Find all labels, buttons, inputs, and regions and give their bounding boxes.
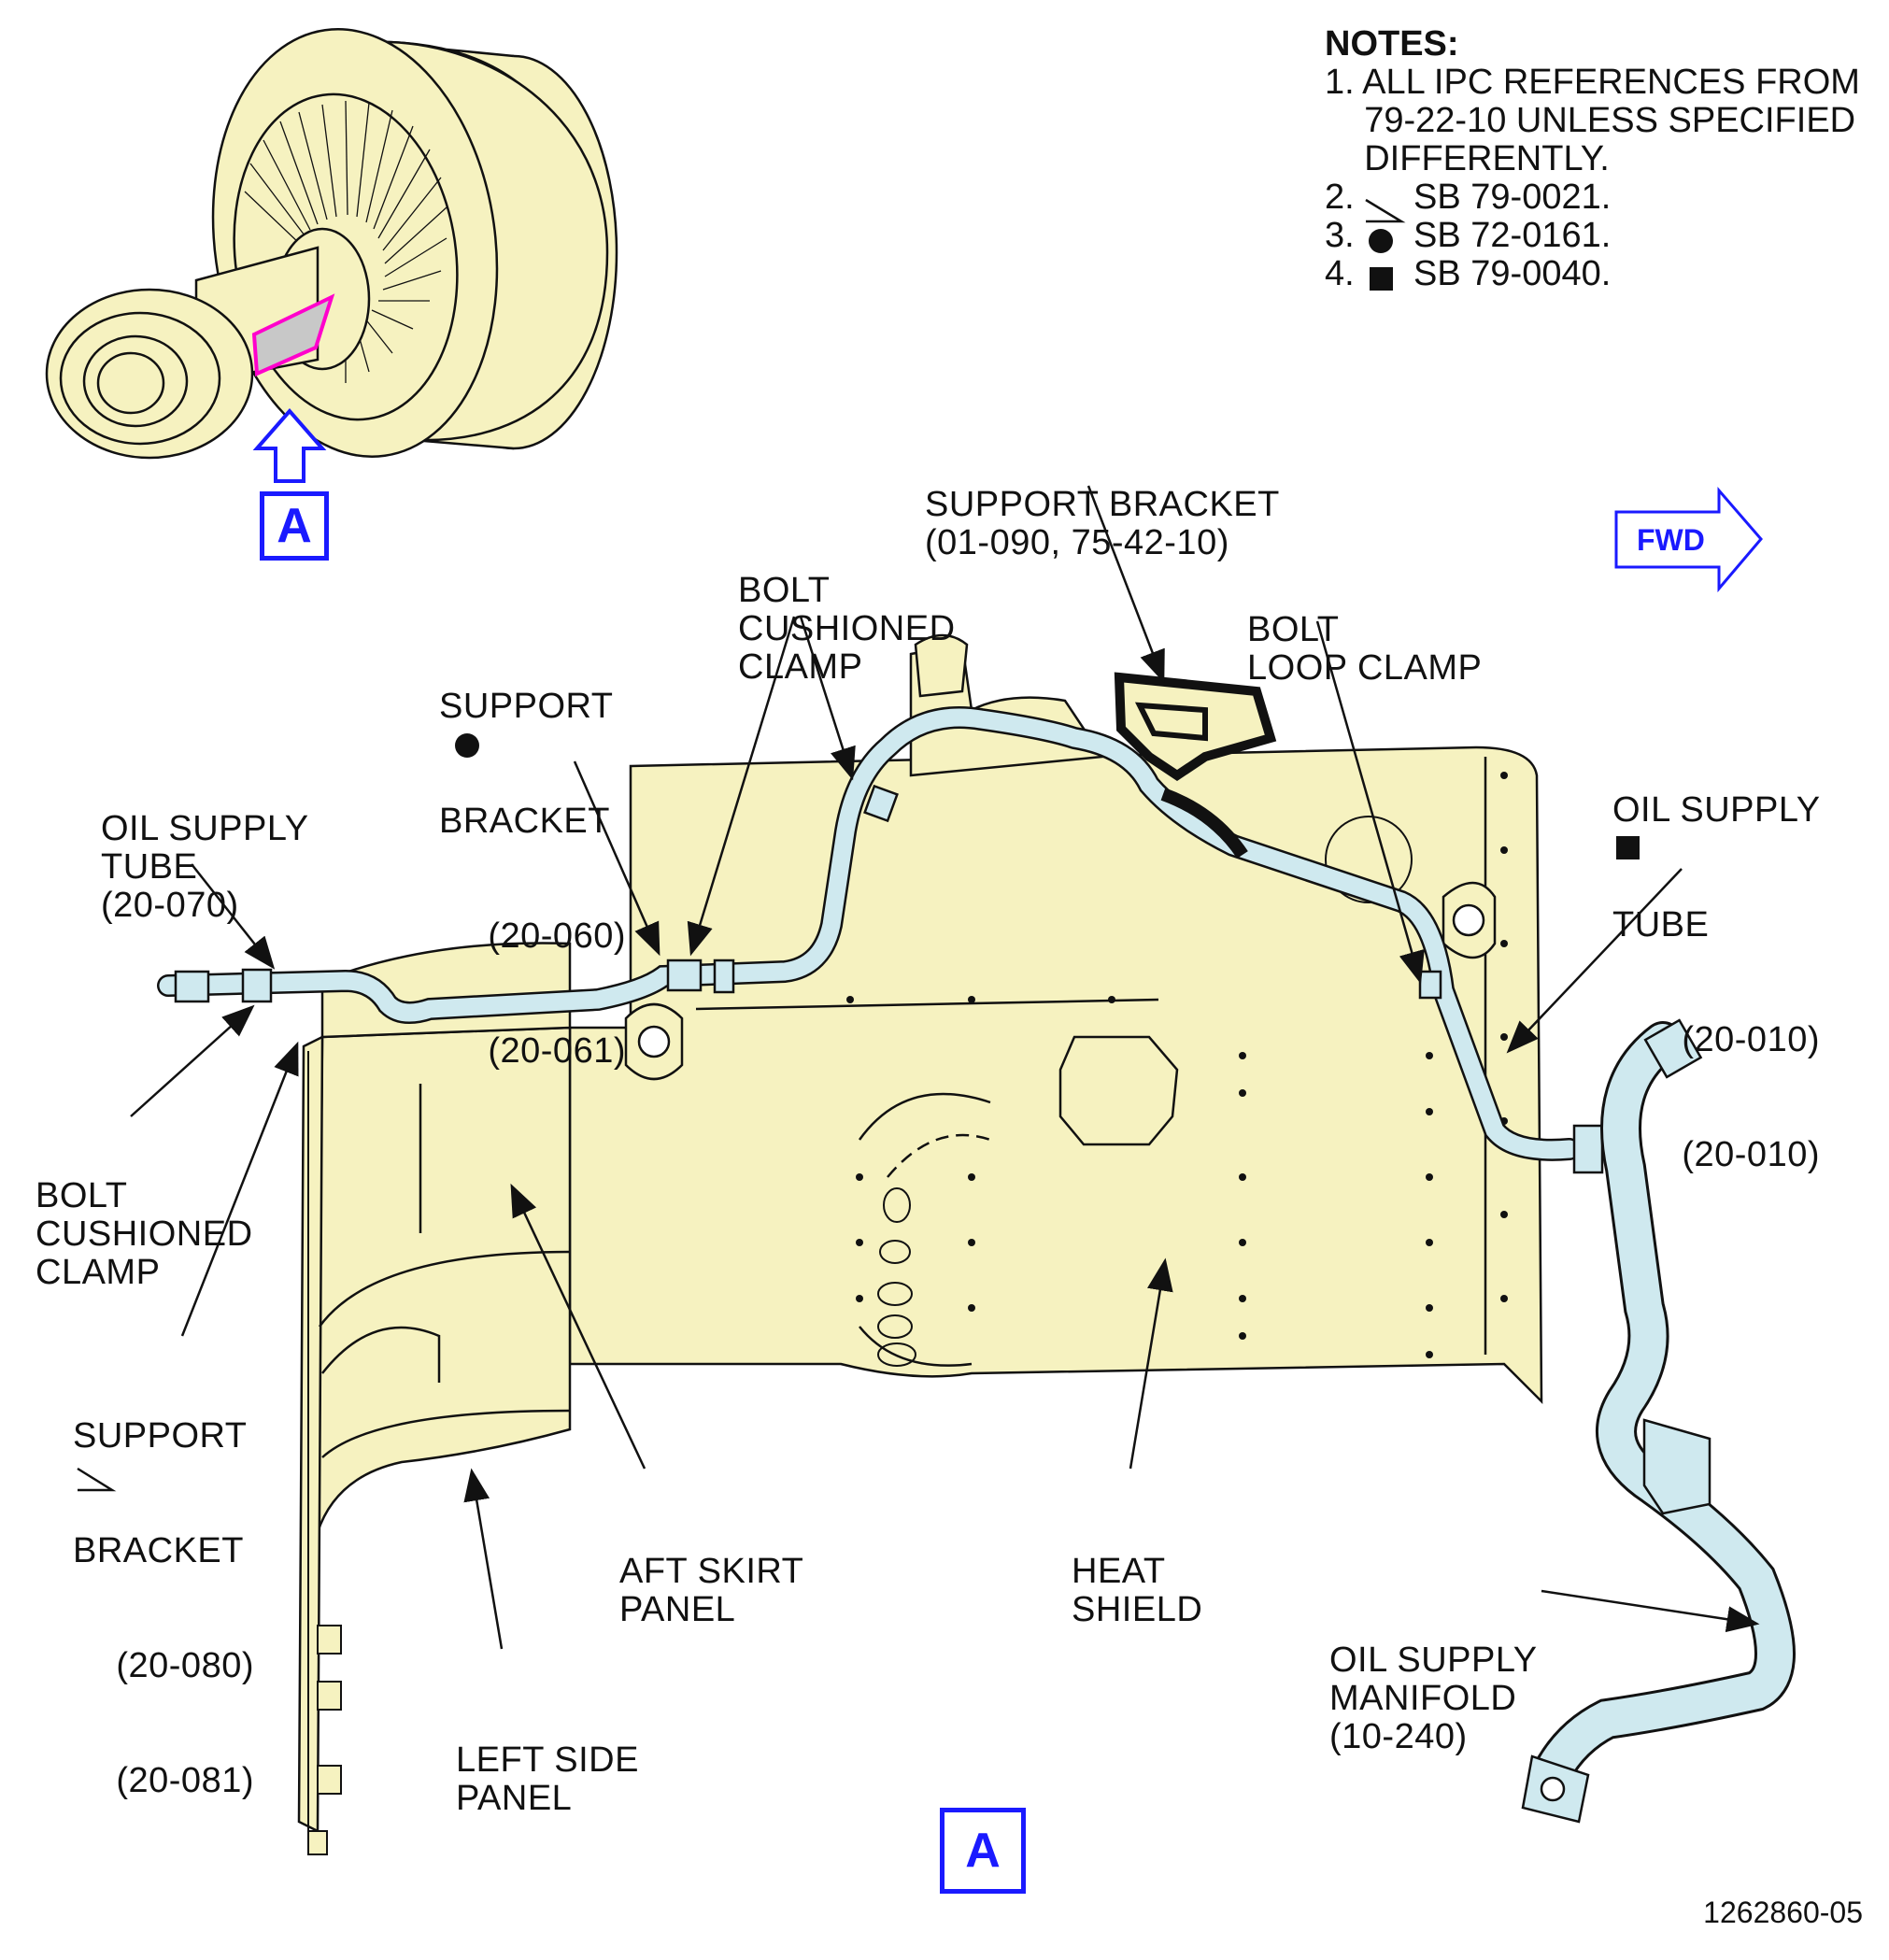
- fwd-label: FWD: [1637, 523, 1705, 557]
- note-symbols: [77, 198, 1640, 1492]
- document-number: 1262860-05: [1703, 1896, 1863, 1929]
- oil-supply-tube: [157, 706, 1604, 1174]
- note-line-6: 4. SB 79-0040.: [1325, 254, 1612, 293]
- note-line-4: 2. SB 79-0021.: [1325, 178, 1612, 217]
- notes-title: NOTES:: [1325, 24, 1459, 64]
- label-support-bracket-080: SUPPORT BRACKET (20-080) (20-081): [73, 1416, 254, 1800]
- leader-lines: [130, 485, 1760, 1650]
- note-line-3: DIFFERENTLY.: [1325, 139, 1610, 178]
- heat-shield-panel: [568, 633, 1543, 1405]
- label-support-bracket-top: SUPPORT BRACKET(01-090, 75-42-10): [925, 485, 1280, 562]
- view-marker-main: A: [940, 1808, 1026, 1894]
- label-oil-supply-tube-010: OIL SUPPLY TUBE (20-010) (20-010): [1612, 790, 1821, 1174]
- note-line-5: 3. SB 72-0161.: [1325, 216, 1612, 255]
- note-line-2: 79-22-10 UNLESS SPECIFIED: [1325, 101, 1856, 140]
- oil-supply-manifold: [1521, 1018, 1796, 1824]
- label-support-bracket-060: SUPPORT BRACKET (20-060) (20-061): [439, 687, 626, 1071]
- view-marker-locator: A: [260, 491, 329, 561]
- engine-locator-illustration: [45, 28, 618, 483]
- fwd-arrow-outline: [1614, 486, 1763, 593]
- note-line-1: 1. ALL IPC REFERENCES FROM: [1325, 63, 1860, 102]
